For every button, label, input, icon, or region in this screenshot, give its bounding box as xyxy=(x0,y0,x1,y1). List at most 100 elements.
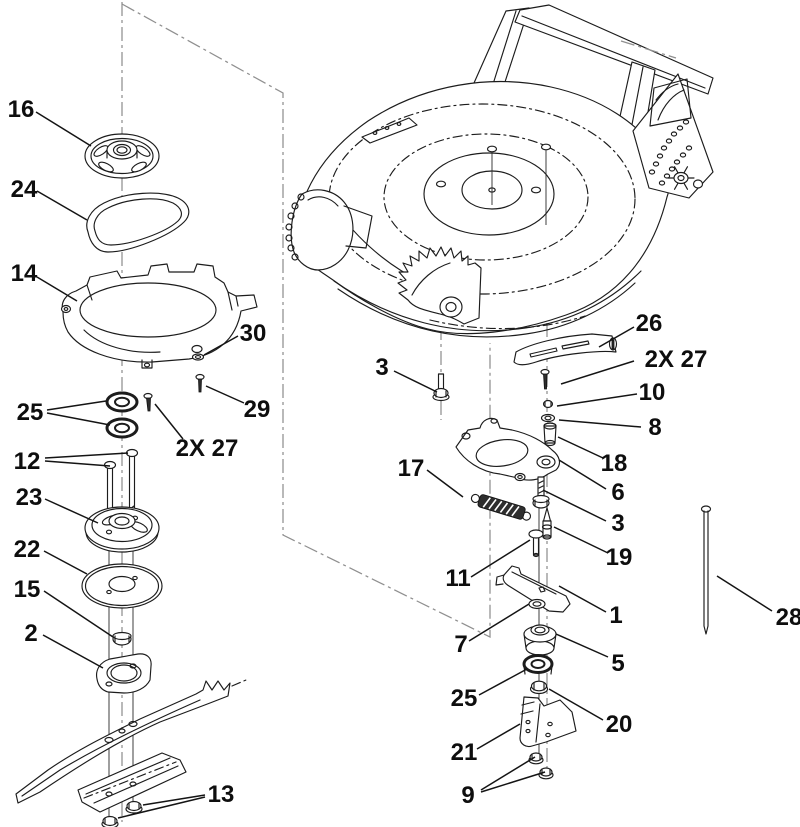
callout-20-28: 20 xyxy=(548,688,633,738)
leader-line xyxy=(426,469,464,498)
callout-label: 25 xyxy=(451,685,478,712)
mower-blade xyxy=(15,679,247,804)
leader-line xyxy=(44,460,111,467)
height-adjuster-sector xyxy=(397,246,482,325)
brake-bracket-6 xyxy=(455,417,561,482)
callout-9-30: 9 xyxy=(461,756,546,809)
leader-line xyxy=(142,794,206,806)
hex-bolt-3-deck xyxy=(432,373,450,402)
flange-locknut-20 xyxy=(529,680,549,695)
front-wheel-fender xyxy=(285,189,373,271)
callout-label: 1 xyxy=(609,602,622,629)
leader-line xyxy=(43,590,114,638)
callout-6-19: 6 xyxy=(558,459,625,506)
leader-line xyxy=(46,400,107,411)
bearing-25-right xyxy=(522,654,554,675)
callout-10-16: 10 xyxy=(556,379,666,407)
height-index-holes xyxy=(648,119,693,186)
callout-19-22: 19 xyxy=(553,526,632,571)
callout-16-0: 16 xyxy=(8,96,92,147)
deck-vent xyxy=(361,117,418,144)
callout-label: 12 xyxy=(14,448,41,475)
washer-8 xyxy=(540,413,556,423)
leader-line xyxy=(203,335,239,356)
callout-label: 14 xyxy=(11,260,38,287)
leader-line xyxy=(553,526,609,554)
leader-line xyxy=(117,796,206,819)
callout-label: 18 xyxy=(601,450,628,477)
callout-label: 17 xyxy=(398,455,425,482)
leader-line xyxy=(44,452,129,459)
leader-line xyxy=(476,723,521,750)
leader-line xyxy=(44,498,99,524)
callout-28-31: 28 xyxy=(716,575,800,631)
deck-bottom-rim xyxy=(333,270,642,338)
leader-line xyxy=(480,756,536,791)
leader-line xyxy=(154,403,184,440)
leader-line xyxy=(42,634,104,669)
callout-2X-27-15: 2X 27 xyxy=(560,346,708,385)
callout-21-29: 21 xyxy=(451,723,521,766)
callout-label: 2X 27 xyxy=(645,346,708,373)
bearing-cup-5 xyxy=(523,624,557,656)
leader-line xyxy=(36,190,88,221)
callout-30-3: 30 xyxy=(203,320,266,356)
callout-15-10: 15 xyxy=(14,576,114,638)
callout-23-8: 23 xyxy=(16,484,99,524)
callout-label: 28 xyxy=(776,604,800,631)
callout-2X-27-6: 2X 27 xyxy=(154,403,238,462)
callout-12-7: 12 xyxy=(14,448,129,475)
callout-24-1: 24 xyxy=(11,176,88,221)
height-adjuster-panel xyxy=(620,40,714,199)
callout-7-25: 7 xyxy=(454,603,530,658)
blade-stiffener-plate xyxy=(77,752,187,813)
screw-29 xyxy=(195,373,205,393)
callout-3-13: 3 xyxy=(375,354,438,393)
leader-line xyxy=(598,326,635,348)
callout-label: 26 xyxy=(636,310,663,337)
hex-nuts-9 xyxy=(528,752,554,780)
leader-line xyxy=(716,575,773,612)
callout-17-20: 17 xyxy=(398,455,464,498)
callout-label: 3 xyxy=(375,354,388,381)
callout-label: 3 xyxy=(611,510,624,537)
callout-label: 20 xyxy=(606,711,633,738)
rod-28 xyxy=(700,505,712,635)
callout-3-21: 3 xyxy=(542,489,625,537)
callout-label: 8 xyxy=(648,414,661,441)
callout-1-24: 1 xyxy=(558,585,623,629)
callout-label: 13 xyxy=(208,781,235,808)
leader-line xyxy=(558,419,642,428)
callout-label: 10 xyxy=(639,379,666,406)
callout-8-17: 8 xyxy=(558,414,662,441)
push-nut-10 xyxy=(542,399,554,409)
callout-22-9: 22 xyxy=(14,536,88,575)
deck-hidden-rim-inner xyxy=(383,133,589,261)
leader-line xyxy=(556,393,638,407)
callout-label: 16 xyxy=(8,96,35,123)
callout-label: 6 xyxy=(611,479,624,506)
leader-line xyxy=(557,436,604,459)
callout-label: 23 xyxy=(16,484,43,511)
callout-label: 2 xyxy=(24,620,37,647)
leader-line xyxy=(560,360,635,385)
leader-line xyxy=(205,385,245,404)
leader-line xyxy=(43,550,88,575)
sector-pivot-hub xyxy=(439,296,463,318)
callout-label: 29 xyxy=(244,396,271,423)
valve-stem-19 xyxy=(541,507,553,540)
screw-27-left xyxy=(143,392,153,412)
hex-bolt-3-brake xyxy=(532,476,550,509)
callout-26-14: 26 xyxy=(598,310,663,348)
blade-pulley xyxy=(84,506,160,553)
callout-label: 25 xyxy=(17,399,44,426)
extension-spring-17 xyxy=(470,493,532,521)
spacer-18 xyxy=(543,422,557,447)
support-bracket-21 xyxy=(519,696,577,748)
flange-nuts-13 xyxy=(101,800,143,827)
belt-cover xyxy=(60,263,258,369)
leader-line xyxy=(542,489,607,522)
